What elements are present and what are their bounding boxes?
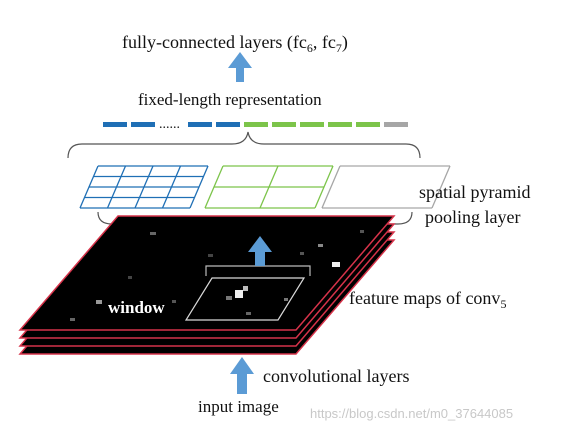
fc-layers-label: fully-connected layers (fc6, fc7) (122, 32, 348, 55)
vector-segment (103, 122, 127, 127)
vector-segment (131, 122, 155, 127)
window-region (184, 277, 306, 321)
vector-segment (300, 122, 324, 127)
spp-label-line1: spatial pyramid (419, 182, 530, 202)
activation-spot (300, 252, 304, 255)
conv-layers-label: convolutional layers (263, 366, 409, 386)
feature-maps-label: feature maps of conv5 (349, 288, 506, 311)
activation-spot (360, 230, 364, 233)
activation-spot (128, 276, 132, 279)
window-activation (235, 290, 243, 298)
vector-segment (244, 122, 268, 127)
input-image-label: input image (198, 397, 279, 416)
activation-spot (96, 300, 102, 304)
feature-map-stack (18, 215, 396, 355)
activation-spot (70, 318, 75, 321)
activation-spot (150, 232, 156, 235)
feature-activations (70, 230, 364, 321)
activation-spot (246, 312, 251, 315)
vector-segment (216, 122, 240, 127)
activation-spot (208, 254, 213, 257)
fixed-length-label: fixed-length representation (138, 90, 322, 109)
window-activation (243, 286, 248, 291)
spp-label-line2: pooling layer (425, 207, 520, 227)
watermark: https://blog.csdn.net/m0_37644085 (310, 406, 513, 421)
vector-segment (356, 122, 380, 127)
vector-segment (188, 122, 212, 127)
vector-ellipsis: ...... (159, 117, 180, 132)
pyramid-brace (67, 131, 421, 159)
up-arrow-conv (230, 357, 254, 394)
vector-segment (328, 122, 352, 127)
pyramid-level-4x4 (79, 165, 209, 209)
pyramid-level-2x2 (204, 165, 334, 209)
window-label: window (108, 298, 165, 317)
vector-segment (384, 122, 408, 127)
activation-spot (172, 300, 176, 303)
up-arrow-fc (228, 52, 252, 82)
representation-vector: ...... (103, 117, 408, 132)
vector-segment (272, 122, 296, 127)
window-activation (226, 296, 232, 300)
feature-map-top (18, 215, 396, 331)
up-arrow-pooling (248, 236, 272, 266)
activation-spot (332, 262, 340, 267)
activation-spot (284, 298, 288, 301)
pyramid-grids (79, 165, 451, 209)
activation-spot (318, 244, 323, 247)
pyramid-level-1x1 (321, 165, 451, 209)
